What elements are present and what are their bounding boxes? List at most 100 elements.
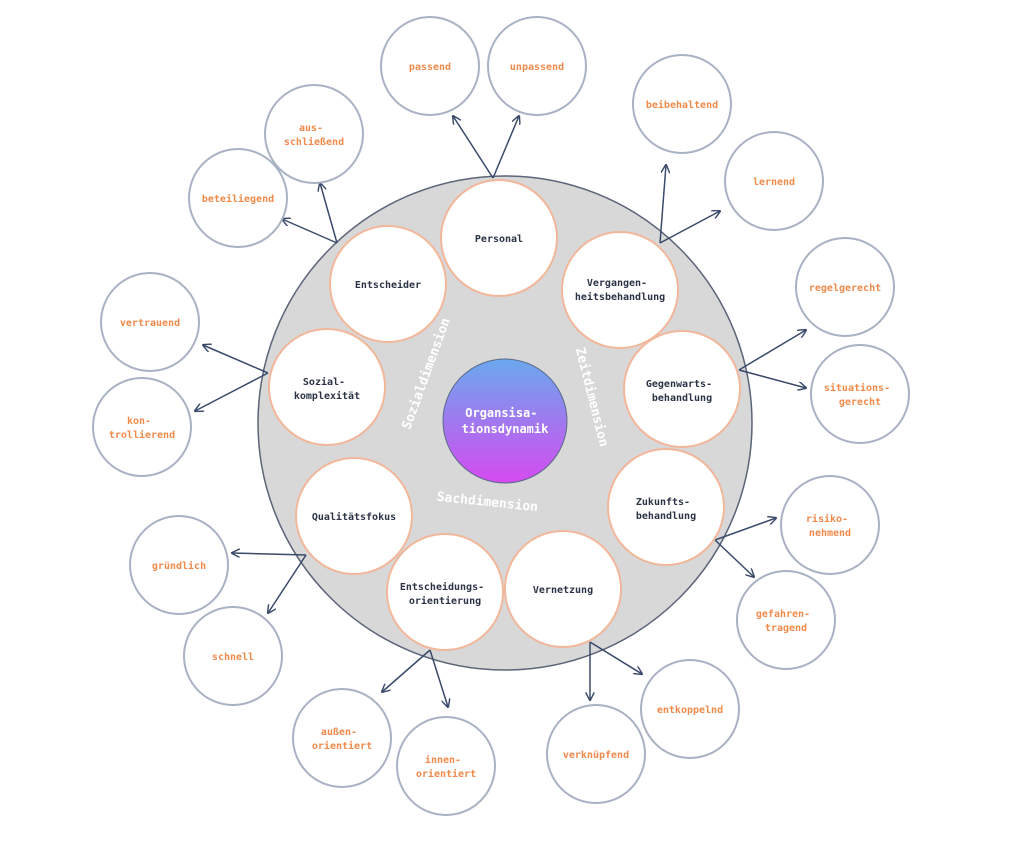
outer-node-situationsgerecht: situations- gerecht xyxy=(810,344,910,444)
arrow-gegenwart-regelgerecht xyxy=(738,330,806,371)
inner-label-line: behandlung xyxy=(652,393,712,404)
outer-label-line: außen- xyxy=(321,727,357,738)
arrow-personal-passend xyxy=(453,116,494,179)
outer-node-verknuepfend: verknüpfend xyxy=(546,704,646,804)
outer-label-line: orientiert xyxy=(416,768,476,780)
arrow-sozial-vertrauend xyxy=(203,345,269,374)
outer-label-line: unpassend xyxy=(510,62,564,73)
outer-node-unpassend: unpassend xyxy=(487,16,587,116)
arrow-gegenwart-situationsgerecht xyxy=(738,369,806,388)
inner-node-personal: Personal xyxy=(440,179,558,297)
svg-text:aus- schließend: aus- schließend xyxy=(284,123,344,148)
inner-node-zukunftsbehandlung: Zukunfts- behandlung xyxy=(607,448,725,566)
svg-text:passend: passend xyxy=(409,62,451,73)
outer-label-line: orientiert xyxy=(312,740,372,752)
center-label: Organsisa- tionsdynamik xyxy=(462,406,549,436)
svg-text:schnell: schnell xyxy=(212,652,254,663)
arrows xyxy=(195,116,806,707)
inner-label: Entscheider xyxy=(355,279,421,291)
outer-label-line: entkoppelnd xyxy=(657,705,723,716)
inner-node-entscheidungsorientierung: Entscheidungs- orientierung xyxy=(386,533,504,651)
svg-text:beteiliegend: beteiliegend xyxy=(202,193,274,205)
outer-label-line: nehmend xyxy=(809,528,851,539)
outer-node-gefahrentragend: gefahren- tragend xyxy=(736,570,836,670)
outer-label-line: beibehaltend xyxy=(646,99,718,111)
svg-text:innen- orientiert: innen- orientiert xyxy=(416,754,476,780)
inner-label-line: orientierung xyxy=(409,595,481,607)
outer-label-line: gerecht xyxy=(839,397,881,408)
outer-label-line: lernend xyxy=(753,177,795,188)
inner-label-line: Entscheidungs- xyxy=(400,581,484,593)
outer-node-schnell: schnell xyxy=(183,606,283,706)
inner-label: Zukunfts- behandlung xyxy=(636,497,696,522)
outer-node-ausschliessend: aus- schließend xyxy=(264,84,364,184)
arrow-vergangenheit-beibehaltend xyxy=(659,165,666,244)
arrow-personal-unpassend xyxy=(492,116,519,179)
outer-label-line: verknüpfend xyxy=(563,750,629,761)
svg-text:gründlich: gründlich xyxy=(152,560,206,572)
inner-label: Gegenwarts- behandlung xyxy=(646,379,718,404)
inner-label: Personal xyxy=(475,234,523,245)
inner-label-line: Zukunfts- xyxy=(636,497,690,508)
arrow-sozial-kontrollierend xyxy=(195,372,269,411)
inner-label-line: Entscheider xyxy=(355,279,421,291)
arrow-entscheider-beteiliegend xyxy=(282,219,338,244)
center-node: Organsisa- tionsdynamik xyxy=(442,358,568,484)
svg-text:beibehaltend: beibehaltend xyxy=(646,99,718,111)
outer-node-entkoppelnd: entkoppelnd xyxy=(640,659,740,759)
center-label-line-1: Organsisa- xyxy=(465,406,537,420)
outer-label-line: passend xyxy=(409,62,451,73)
inner-label-line: Vergangen- xyxy=(587,278,647,289)
inner-label-line: Vernetzung xyxy=(533,585,593,596)
inner-node-qualitaetsfokus: Qualitätsfokus xyxy=(295,457,413,575)
outer-label-line: schließend xyxy=(284,136,344,148)
inner-label-line: behandlung xyxy=(636,511,696,522)
outer-node-lernend: lernend xyxy=(724,131,824,231)
outer-label-line: beteiliegend xyxy=(202,193,274,205)
outer-label-line: innen- xyxy=(425,754,461,766)
svg-text:situations- gerecht: situations- gerecht xyxy=(824,382,896,408)
outer-label-line: kon- xyxy=(127,416,151,427)
arrow-vergangenheit-lernend xyxy=(659,211,720,244)
svg-text:lernend: lernend xyxy=(753,177,795,188)
inner-label-line: komplexität xyxy=(294,390,360,402)
inner-node-sozialkomplexitaet: Sozial- komplexität xyxy=(268,328,386,446)
svg-text:vertrauend: vertrauend xyxy=(120,318,180,329)
inner-label-line: Personal xyxy=(475,234,523,245)
inner-label-line: Sozial- xyxy=(303,376,345,388)
svg-text:außen- orientiert: außen- orientiert xyxy=(312,727,372,752)
inner-node-vergangenheitsbehandlung: Vergangen- heitsbehandlung xyxy=(561,231,679,349)
arrow-vernetzung-entkoppelnd xyxy=(589,641,642,674)
svg-text:entkoppelnd: entkoppelnd xyxy=(657,705,723,716)
outer-label-line: schnell xyxy=(212,652,254,663)
outer-label-line: tragend xyxy=(765,623,807,634)
arrow-qualitaet-schnell xyxy=(268,554,307,613)
inner-label-line: heitsbehandlung xyxy=(575,291,665,303)
arrow-entscheidung-aussenorientiert xyxy=(382,649,431,692)
arrow-zukunft-risikonehmend xyxy=(714,518,776,541)
outer-node-risikonehmend: risiko- nehmend xyxy=(780,475,880,575)
inner-label: Vergangen- heitsbehandlung xyxy=(575,278,665,303)
outer-label-line: gründlich xyxy=(152,560,206,572)
outer-node-gruendlich: gründlich xyxy=(129,515,229,615)
outer-node-beibehaltend: beibehaltend xyxy=(632,54,732,154)
outer-node-beteiliegend: beteiliegend xyxy=(188,148,288,248)
inner-label: Sozial- komplexität xyxy=(294,376,360,402)
inner-label: Vernetzung xyxy=(533,585,593,596)
outer-label-line: trollierend xyxy=(109,429,175,441)
arrow-qualitaet-gruendlich xyxy=(232,553,307,555)
outer-label-line: aus- xyxy=(299,123,323,134)
svg-text:gefahren- tragend: gefahren- tragend xyxy=(756,609,816,634)
outer-node-kontrollierend: kon- trollierend xyxy=(92,377,192,477)
inner-label-line: Qualitätsfokus xyxy=(312,511,396,523)
outer-node-aussenorientiert: außen- orientiert xyxy=(292,688,392,788)
outer-label-line: regelgerecht xyxy=(809,283,881,294)
outer-label-line: risiko- xyxy=(806,513,848,525)
outer-node-regelgerecht: regelgerecht xyxy=(795,237,895,337)
outer-label-line: gefahren- xyxy=(756,609,810,620)
svg-text:unpassend: unpassend xyxy=(510,62,564,73)
inner-label: Qualitätsfokus xyxy=(312,511,396,523)
outer-label-line: situations- xyxy=(824,382,890,394)
svg-text:kon- trollierend: kon- trollierend xyxy=(109,416,175,441)
